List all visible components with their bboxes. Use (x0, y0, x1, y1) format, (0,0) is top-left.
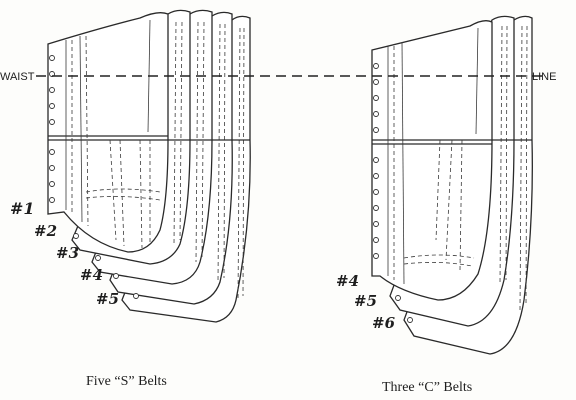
s-belts-group (47, 9, 251, 323)
c-belt-eyelets (373, 63, 413, 323)
s-belt-1-panel (47, 12, 250, 253)
c-belts-caption: Three “C” Belts (382, 380, 473, 395)
c-belt-label-4: #4 (336, 272, 359, 290)
s-belt-label-5: #5 (96, 290, 119, 308)
line-label: LINE (532, 71, 556, 83)
s-belt-label-1: #1 (10, 199, 35, 218)
waist-label: WAIST (0, 71, 35, 83)
s-belt-label-4: #4 (80, 266, 103, 284)
c-belt-label-5: #5 (354, 292, 377, 310)
s-belt-eyelets (49, 55, 139, 299)
c-belt-label-6: #6 (372, 314, 396, 332)
s-belt-number-labels: #1 #2 #3 #4 #5 (10, 199, 119, 308)
c-belts-group (371, 15, 533, 355)
s-belt-label-2: #2 (34, 222, 57, 240)
s-belt-label-3: #3 (56, 244, 79, 262)
waist-line: WAIST LINE (0, 71, 556, 83)
s-belts-caption: Five “S” Belts (86, 374, 167, 389)
c-belt-number-labels: #4 #5 #6 (336, 272, 396, 332)
c-belt-4-panel (371, 20, 532, 301)
